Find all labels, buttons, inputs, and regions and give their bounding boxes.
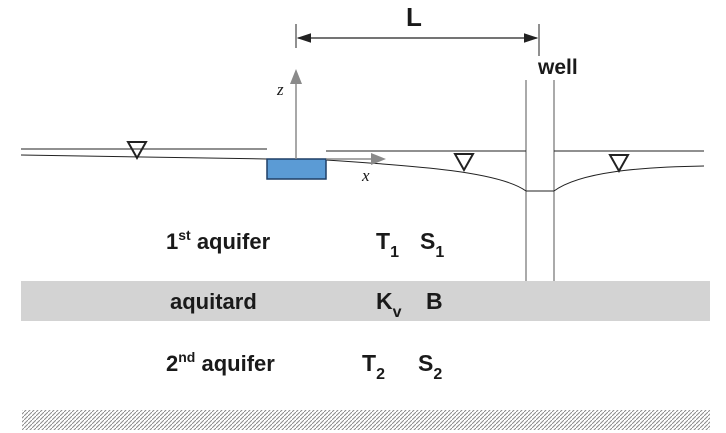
- axis-x-label: x: [361, 166, 370, 185]
- well-label: well: [537, 56, 578, 79]
- aquifer1-label: 1st aquifer: [166, 227, 271, 254]
- water-table-drawdown-left: [325, 159, 527, 192]
- water-table-symbol-1: [126, 141, 148, 161]
- distance-label: L: [406, 2, 422, 32]
- axis-z-label: z: [276, 80, 284, 99]
- param-t1: T1: [376, 228, 399, 261]
- aquifer2-label: 2nd aquifer: [166, 349, 275, 376]
- param-kv: Kv: [376, 288, 402, 321]
- water-table-left: [20, 154, 268, 160]
- param-b: B: [426, 288, 443, 314]
- param-s1: S1: [420, 228, 444, 261]
- water-table-symbol-3: [608, 154, 630, 174]
- aquitard-layer: [21, 281, 710, 321]
- water-table-drawdown-right: [553, 165, 705, 192]
- bedrock-layer: [22, 410, 710, 430]
- water-table-symbol-2: [453, 153, 475, 173]
- param-t2: T2: [362, 350, 385, 383]
- aquitard-label: aquitard: [170, 289, 257, 314]
- param-s2: S2: [418, 350, 442, 383]
- stream-channel: [266, 158, 327, 180]
